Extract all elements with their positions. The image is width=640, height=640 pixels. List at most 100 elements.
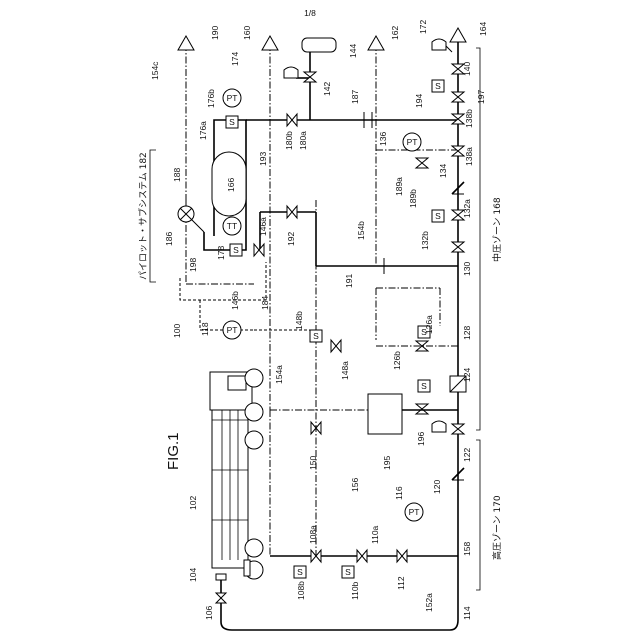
vent-stack-164 bbox=[450, 28, 466, 42]
svg-text:174: 174 bbox=[230, 52, 240, 66]
svg-text:126a: 126a bbox=[424, 315, 434, 334]
svg-text:187: 187 bbox=[350, 90, 360, 104]
outlet-coupling bbox=[216, 574, 226, 580]
high-pressure-zone-label: 高圧ゾーン 170 bbox=[491, 495, 503, 560]
svg-text:172: 172 bbox=[418, 20, 428, 34]
svg-text:130: 130 bbox=[462, 262, 472, 276]
pt-174: PT bbox=[223, 89, 241, 107]
svg-text:S: S bbox=[233, 245, 239, 255]
svg-text:112: 112 bbox=[396, 576, 406, 590]
pt-116: PT bbox=[405, 503, 423, 521]
svg-text:148b: 148b bbox=[294, 311, 304, 330]
vent-stack-160 bbox=[262, 36, 278, 50]
svg-text:S: S bbox=[435, 211, 441, 221]
svg-text:190: 190 bbox=[210, 26, 220, 40]
svg-text:184: 184 bbox=[260, 296, 270, 310]
svg-text:122: 122 bbox=[462, 448, 472, 462]
svg-text:PT: PT bbox=[407, 137, 418, 147]
svg-text:102: 102 bbox=[188, 496, 198, 510]
svg-text:108a: 108a bbox=[308, 525, 318, 544]
svg-text:160: 160 bbox=[242, 26, 252, 40]
valve-138a bbox=[452, 146, 464, 156]
tube-trailer bbox=[210, 369, 263, 579]
valve-106-symbol bbox=[216, 593, 226, 603]
svg-text:S: S bbox=[297, 567, 303, 577]
svg-text:180a: 180a bbox=[298, 131, 308, 150]
svg-text:106: 106 bbox=[204, 606, 214, 620]
figure-title: FIG.1 bbox=[165, 432, 182, 470]
pilot-valve-186 bbox=[178, 206, 194, 222]
svg-text:189b: 189b bbox=[408, 189, 418, 208]
svg-text:180b: 180b bbox=[284, 131, 294, 150]
pilot-subsystem-label: パイロット・サブシステム 182 bbox=[137, 152, 149, 280]
svg-text:154c: 154c bbox=[150, 61, 160, 80]
regulator-actuator-122 bbox=[432, 421, 446, 432]
reference-numerals: 100 102 104 106 108a 108b 110a 110b 112 … bbox=[150, 20, 488, 620]
vent-stack-162 bbox=[368, 36, 384, 50]
svg-text:140: 140 bbox=[462, 62, 472, 76]
pilot-brace bbox=[150, 150, 156, 282]
page-number: 1/8 bbox=[304, 8, 316, 18]
valve-150 bbox=[311, 422, 321, 434]
svg-text:PT: PT bbox=[409, 507, 420, 517]
valve-196 bbox=[416, 404, 428, 414]
vent-stack-190 bbox=[178, 36, 194, 50]
svg-text:162: 162 bbox=[390, 26, 400, 40]
valve-138b bbox=[452, 92, 464, 102]
svg-text:100: 100 bbox=[172, 324, 182, 338]
valve-189a bbox=[416, 158, 428, 168]
svg-text:126b: 126b bbox=[392, 351, 402, 370]
svg-text:110a: 110a bbox=[370, 525, 380, 544]
svg-text:142: 142 bbox=[322, 82, 332, 96]
svg-text:194: 194 bbox=[414, 94, 424, 108]
svg-text:191: 191 bbox=[344, 274, 354, 288]
tt-178: TT bbox=[223, 217, 241, 235]
svg-text:118: 118 bbox=[200, 322, 210, 336]
regulator-actuator-172 bbox=[432, 39, 452, 52]
valve-142 bbox=[304, 72, 316, 82]
svg-text:144: 144 bbox=[348, 44, 358, 58]
svg-text:178: 178 bbox=[216, 246, 226, 260]
svg-text:S: S bbox=[313, 331, 319, 341]
svg-text:TT: TT bbox=[227, 221, 237, 231]
valve-146a bbox=[254, 244, 264, 256]
svg-text:120: 120 bbox=[432, 480, 442, 494]
svg-text:S: S bbox=[345, 567, 351, 577]
svg-text:114: 114 bbox=[462, 606, 472, 620]
pt-118: PT bbox=[223, 321, 241, 339]
svg-text:132b: 132b bbox=[420, 231, 430, 250]
svg-text:124: 124 bbox=[462, 368, 472, 382]
svg-text:176b: 176b bbox=[206, 89, 216, 108]
svg-text:189a: 189a bbox=[394, 177, 404, 196]
dispenser-nozzle-144 bbox=[302, 38, 336, 52]
svg-text:132a: 132a bbox=[462, 199, 472, 218]
svg-text:158: 158 bbox=[462, 542, 472, 556]
valve-122 bbox=[452, 424, 464, 434]
svg-text:148a: 148a bbox=[340, 361, 350, 380]
svg-text:154b: 154b bbox=[356, 221, 366, 240]
svg-text:136: 136 bbox=[378, 132, 388, 146]
svg-text:PT: PT bbox=[227, 325, 238, 335]
regulator-actuator-142 bbox=[284, 67, 298, 78]
svg-text:S: S bbox=[229, 117, 235, 127]
svg-text:128: 128 bbox=[462, 326, 472, 340]
svg-text:176a: 176a bbox=[198, 121, 208, 140]
svg-text:156: 156 bbox=[350, 478, 360, 492]
valve-197 bbox=[452, 114, 464, 124]
svg-text:138a: 138a bbox=[464, 147, 474, 166]
svg-text:193: 193 bbox=[258, 152, 268, 166]
medium-pressure-zone-label: 中圧ゾーン 168 bbox=[491, 197, 503, 262]
svg-text:PT: PT bbox=[227, 93, 238, 103]
svg-text:108b: 108b bbox=[296, 581, 306, 600]
valve-130 bbox=[452, 242, 464, 252]
svg-text:116: 116 bbox=[394, 486, 404, 500]
svg-text:166: 166 bbox=[226, 178, 236, 192]
valve-110a bbox=[357, 550, 367, 562]
svg-text:134: 134 bbox=[438, 164, 448, 178]
svg-text:S: S bbox=[421, 381, 427, 391]
svg-text:196: 196 bbox=[416, 432, 426, 446]
svg-text:192: 192 bbox=[286, 232, 296, 246]
svg-text:164: 164 bbox=[478, 22, 488, 36]
tank-195 bbox=[368, 394, 402, 434]
